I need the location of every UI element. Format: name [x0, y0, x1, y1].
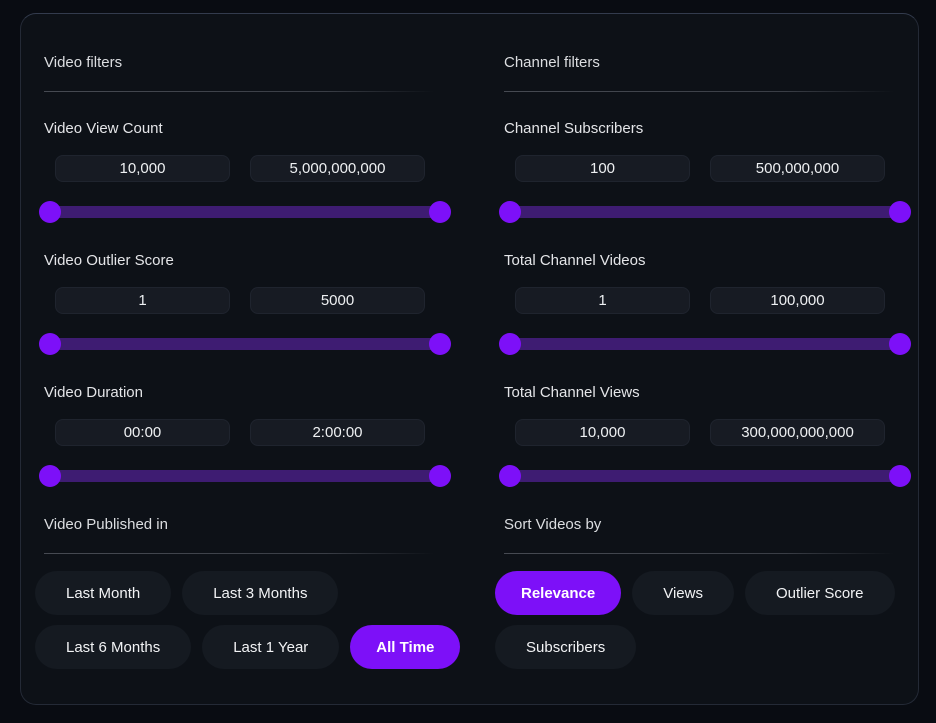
- published-options-row-1: Last Month Last 3 Months: [35, 571, 451, 615]
- filter-group-channel-subscribers: Channel Subscribers: [499, 120, 911, 223]
- sort-options-row-2: Subscribers: [495, 625, 911, 669]
- slider-track: [50, 206, 440, 218]
- section-divider: [504, 553, 894, 554]
- sort-option-outlier-score[interactable]: Outlier Score: [744, 571, 895, 615]
- video-filters-column: Video filters Video View Count Video Out…: [35, 54, 461, 679]
- slider-handle-max[interactable]: [889, 333, 911, 355]
- section-divider: [44, 91, 434, 92]
- max-value-input[interactable]: [710, 419, 885, 446]
- slider-handle-min[interactable]: [39, 201, 61, 223]
- filter-group-total-channel-views: Total Channel Views: [499, 384, 911, 487]
- published-option-last-month[interactable]: Last Month: [35, 571, 172, 615]
- filters-panel: Video filters Video View Count Video Out…: [20, 13, 919, 705]
- published-option-last-6-months[interactable]: Last 6 Months: [35, 625, 192, 669]
- max-value-input[interactable]: [250, 287, 425, 314]
- slider-track: [50, 338, 440, 350]
- sort-videos-title: Sort Videos by: [504, 516, 602, 533]
- min-value-input[interactable]: [55, 155, 230, 182]
- sort-options-row-1: Relevance Views Outlier Score: [495, 571, 911, 615]
- sort-option-subscribers[interactable]: Subscribers: [495, 625, 637, 669]
- min-value-input[interactable]: [515, 419, 690, 446]
- range-inputs: [515, 287, 885, 314]
- range-slider[interactable]: [499, 201, 911, 223]
- filter-label: Channel Subscribers: [504, 120, 644, 137]
- sort-option-views[interactable]: Views: [632, 571, 734, 615]
- slider-handle-min[interactable]: [499, 333, 521, 355]
- slider-handle-max[interactable]: [429, 465, 451, 487]
- filter-label: Total Channel Videos: [504, 252, 646, 269]
- video-filters-title: Video filters: [44, 54, 123, 71]
- filters-columns: Video filters Video View Count Video Out…: [21, 14, 918, 679]
- video-published-title: Video Published in: [44, 516, 168, 533]
- range-inputs: [515, 419, 885, 446]
- filter-group-total-channel-videos: Total Channel Videos: [499, 252, 911, 355]
- range-slider[interactable]: [499, 333, 911, 355]
- filter-group-video-duration: Video Duration: [39, 384, 451, 487]
- max-value-input[interactable]: [710, 155, 885, 182]
- filter-label: Video View Count: [44, 120, 163, 137]
- min-value-input[interactable]: [55, 419, 230, 446]
- filter-label: Total Channel Views: [504, 384, 640, 401]
- filter-group-video-outlier-score: Video Outlier Score: [39, 252, 451, 355]
- min-value-input[interactable]: [515, 155, 690, 182]
- slider-track: [50, 470, 440, 482]
- range-slider[interactable]: [39, 333, 451, 355]
- slider-handle-min[interactable]: [39, 465, 61, 487]
- filter-label: Video Outlier Score: [44, 252, 174, 269]
- published-option-all-time[interactable]: All Time: [350, 625, 461, 669]
- min-value-input[interactable]: [515, 287, 690, 314]
- range-inputs: [55, 155, 425, 182]
- range-inputs: [515, 155, 885, 182]
- filter-group-video-view-count: Video View Count: [39, 120, 451, 223]
- slider-handle-max[interactable]: [429, 201, 451, 223]
- sort-option-relevance[interactable]: Relevance: [495, 571, 622, 615]
- range-slider[interactable]: [499, 465, 911, 487]
- range-inputs: [55, 287, 425, 314]
- section-divider: [44, 553, 434, 554]
- slider-track: [510, 206, 900, 218]
- max-value-input[interactable]: [250, 419, 425, 446]
- channel-filters-title: Channel filters: [504, 54, 600, 71]
- slider-handle-min[interactable]: [499, 201, 521, 223]
- filter-label: Video Duration: [44, 384, 143, 401]
- slider-handle-max[interactable]: [429, 333, 451, 355]
- range-slider[interactable]: [39, 465, 451, 487]
- published-option-last-1-year[interactable]: Last 1 Year: [202, 625, 340, 669]
- slider-handle-min[interactable]: [39, 333, 61, 355]
- max-value-input[interactable]: [250, 155, 425, 182]
- min-value-input[interactable]: [55, 287, 230, 314]
- range-inputs: [55, 419, 425, 446]
- slider-handle-max[interactable]: [889, 465, 911, 487]
- section-divider: [504, 91, 894, 92]
- published-options-row-2: Last 6 Months Last 1 Year All Time: [35, 625, 461, 669]
- slider-handle-max[interactable]: [889, 201, 911, 223]
- slider-handle-min[interactable]: [499, 465, 521, 487]
- slider-track: [510, 338, 900, 350]
- slider-track: [510, 470, 900, 482]
- max-value-input[interactable]: [710, 287, 885, 314]
- range-slider[interactable]: [39, 201, 451, 223]
- channel-filters-column: Channel filters Channel Subscribers Tota…: [495, 54, 911, 679]
- published-option-last-3-months[interactable]: Last 3 Months: [182, 571, 339, 615]
